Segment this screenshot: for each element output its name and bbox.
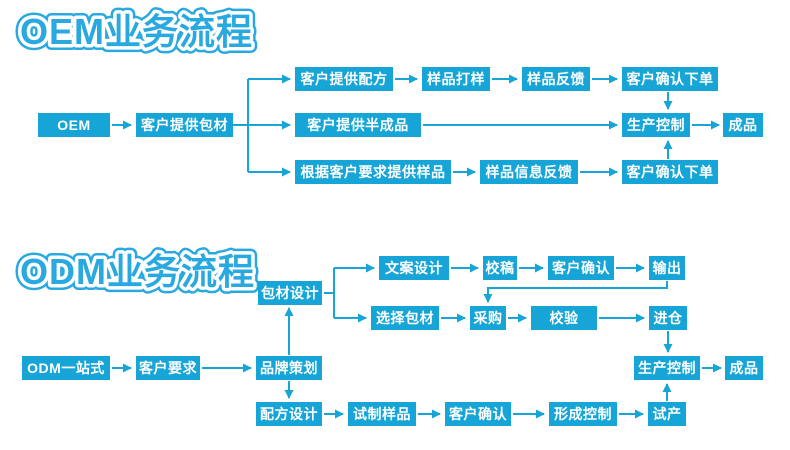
odm-node-customer-confirm-2: 客户确认: [445, 402, 511, 426]
odm-node-proofreading: 校稿: [483, 256, 517, 280]
odm-node-trial-production: 试产: [648, 402, 686, 426]
odm-node-one-stop: ODM一站式: [22, 356, 110, 380]
odm-node-trial-samples: 试制样品: [348, 402, 416, 426]
oem-node-confirm-order-bottom: 客户确认下单: [622, 160, 718, 184]
oem-node-finished-product: 成品: [723, 113, 763, 137]
oem-node-sample-info-feedback: 样品信息反馈: [480, 160, 578, 184]
odm-node-customer-requirements: 客户要求: [136, 356, 200, 380]
oem-node-customer-packaging: 客户提供包材: [136, 113, 233, 137]
odm-node-brand-planning: 品牌策划: [256, 356, 322, 380]
odm-title-text: ODM业务流程: [20, 251, 255, 292]
oem-node-customer-formula: 客户提供配方: [295, 67, 393, 91]
odm-node-finished-product: 成品: [725, 356, 763, 380]
oem-section-title: OEM业务流程 OEM业务流程: [14, 5, 258, 58]
oem-node-samples-per-request: 根据客户要求提供样品: [295, 160, 451, 184]
odm-node-customer-confirm-1: 客户确认: [548, 256, 614, 280]
odm-node-packaging-design: 包材设计: [258, 281, 322, 305]
odm-node-formula-design: 配方设计: [256, 402, 322, 426]
odm-title-outline: ODM业务流程: [20, 251, 255, 292]
oem-node-oem: OEM: [38, 113, 110, 137]
oem-title-outline: OEM业务流程: [20, 11, 253, 52]
oem-node-sample-proofing: 样品打样: [422, 67, 490, 91]
odm-section-title: ODM业务流程 ODM业务流程: [14, 245, 260, 298]
oem-title-text: OEM业务流程: [20, 11, 253, 52]
odm-node-forming-control: 形成控制: [549, 402, 617, 426]
odm-node-select-packaging: 选择包材: [371, 306, 439, 330]
odm-node-copy-design: 文案设计: [379, 256, 449, 280]
oem-node-sample-feedback: 样品反馈: [522, 67, 590, 91]
odm-node-production-control: 生产控制: [634, 356, 700, 380]
oem-node-production-control: 生产控制: [622, 113, 690, 137]
odm-node-purchase: 采购: [470, 306, 506, 330]
odm-node-output: 输出: [649, 256, 685, 280]
odm-node-warehousing: 进仓: [649, 306, 687, 330]
oem-node-customer-semi-finished: 客户提供半成品: [295, 113, 421, 137]
odm-node-verification: 校验: [531, 306, 597, 330]
oem-node-confirm-order-top: 客户确认下单: [622, 67, 718, 91]
